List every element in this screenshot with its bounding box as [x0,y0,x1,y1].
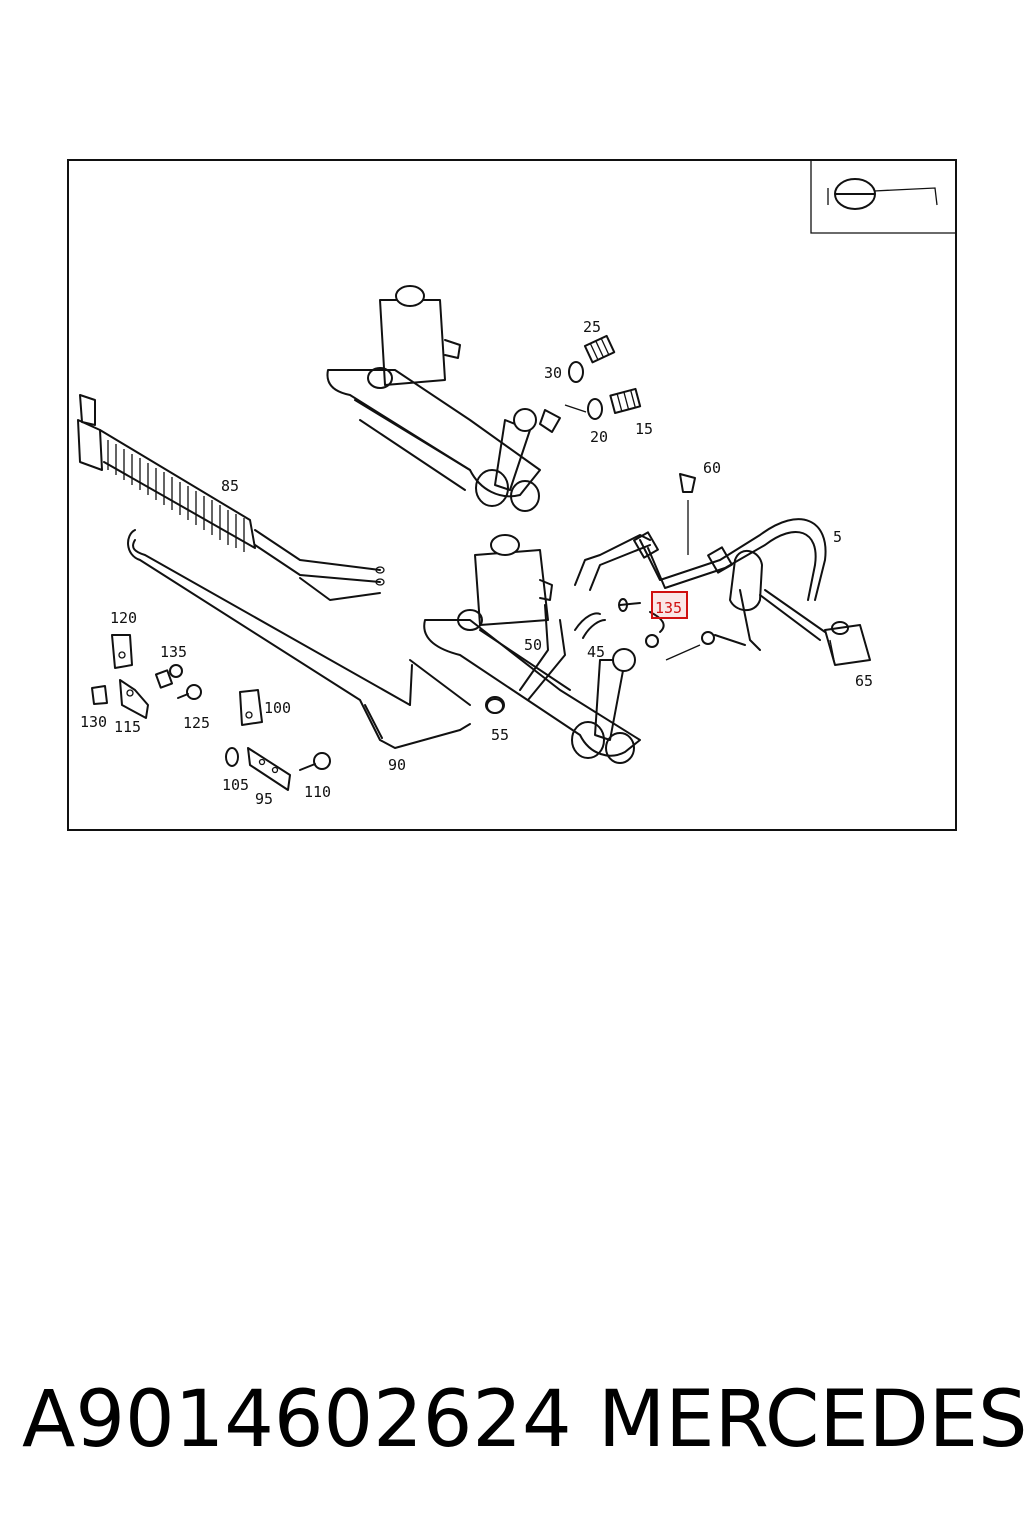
callout-105: 105 [222,776,249,794]
callout-115: 115 [114,718,141,736]
callout-15: 15 [635,420,653,438]
clip-100 [239,689,263,726]
brand-name: MERCEDES [598,1375,1024,1465]
callout-135-small: 135 [160,643,187,661]
callout-25: 25 [583,318,601,336]
callout-110: 110 [304,783,331,801]
callout-50: 50 [524,636,542,654]
callout-100: 100 [264,699,291,717]
callout-120: 120 [110,609,137,627]
callout-90: 90 [388,756,406,774]
callout-60: 60 [703,459,721,477]
fitting-25 [583,334,616,364]
steering-wheel-icon [810,160,956,234]
callout-45: 45 [587,643,605,661]
diagram-frame [67,159,957,831]
upper-steering-gear [326,285,561,512]
bracket-95 [247,747,291,791]
callout-65: 65 [855,672,873,690]
callout-130: 130 [80,713,107,731]
callout-135-highlighted: 135 [655,599,682,617]
callout-5: 5 [833,528,842,546]
fitting-15 [609,387,642,415]
washer-105 [225,747,239,767]
part-number: A9014602624 [22,1375,572,1465]
callout-125: 125 [183,714,210,732]
clamp-55 [485,696,505,714]
callout-95: 95 [255,790,273,808]
lower-steering-gear [409,534,651,764]
washer-20 [587,398,603,420]
callout-30: 30 [544,364,562,382]
fittings-group [564,334,642,420]
oil-cooler-85 [77,394,385,601]
screw-110 [299,752,331,771]
callout-55: 55 [491,726,509,744]
callout-20: 20 [590,428,608,446]
bolt-135-small [154,664,183,689]
banjo-fitting-group [618,598,715,661]
clip-120 [111,634,133,669]
clamp-60 [679,473,696,555]
screw-125 [177,684,202,700]
highlight-box [651,591,688,619]
return-line-90 [127,529,471,749]
callout-85: 85 [221,477,239,495]
footer: A9014602624 MERCEDES [0,1370,1024,1470]
nut-130 [91,685,108,705]
bracket-65 [824,621,871,666]
pressure-hose-5 [633,518,827,651]
washer-30 [568,361,584,383]
bracket-115 [119,679,149,719]
parts-diagram: 5 15 20 25 30 45 50 55 60 65 85 90 95 10… [67,159,957,831]
